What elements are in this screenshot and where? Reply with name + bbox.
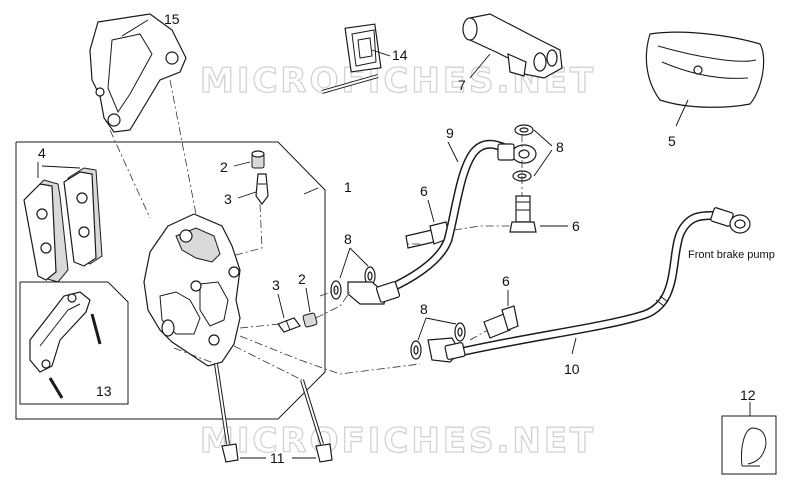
brake-pads-part [23, 167, 103, 283]
banjo-bolts-part [405, 195, 537, 339]
watermark-bottom: MICROFICHES.NET [200, 421, 596, 461]
callout-8-middle: 8 [344, 231, 352, 247]
callout-5: 5 [668, 133, 676, 149]
callout-13: 13 [96, 383, 112, 399]
callout-6-lower: 6 [502, 273, 510, 289]
spring-plate-part [19, 281, 129, 405]
pad-pin-and-clip-part [321, 23, 382, 94]
upper-brake-hose-part [347, 139, 537, 305]
callout-1: 1 [344, 179, 352, 195]
callout-6-upper: 6 [420, 183, 428, 199]
callout-4: 4 [38, 145, 46, 161]
caliper-bolts-part [214, 363, 333, 463]
assembly-centerlines [109, 79, 523, 381]
callout-3-top: 3 [224, 191, 232, 207]
callout-11: 11 [270, 450, 285, 466]
callout-9: 9 [446, 125, 454, 141]
callout-labels: 15 14 7 5 1 2 3 4 9 8 6 6 8 3 2 8 6 10 1… [38, 11, 775, 466]
leader-lines [37, 19, 751, 459]
caliper-bracket-part [89, 13, 187, 133]
callout-6-right: 6 [572, 218, 580, 234]
callout-2-lower: 2 [298, 271, 306, 287]
callout-7: 7 [458, 77, 466, 93]
bleeder-screw-lower-part [277, 317, 301, 333]
brake-tee-fitting-part [462, 13, 563, 79]
callout-3-lower: 3 [272, 277, 280, 293]
front-brake-pump-label: Front brake pump [688, 249, 775, 261]
callout-8-lower: 8 [420, 301, 428, 317]
callout-8-upper: 8 [556, 139, 564, 155]
bleeder-screw-top-part [255, 173, 269, 205]
callout-10: 10 [564, 361, 580, 377]
bleeder-cap-top-part [251, 150, 265, 169]
callout-14: 14 [392, 47, 408, 63]
caliper-assembly-outline [15, 141, 326, 420]
cover-boot-part [645, 31, 765, 108]
brake-caliper-body-part [143, 213, 241, 367]
bleeder-cap-lower-part [302, 312, 318, 328]
decal-part [721, 415, 777, 475]
callout-12: 12 [740, 387, 756, 403]
callout-2-top: 2 [220, 159, 228, 175]
callout-15: 15 [164, 11, 180, 27]
lower-brake-hose-part [427, 207, 751, 363]
